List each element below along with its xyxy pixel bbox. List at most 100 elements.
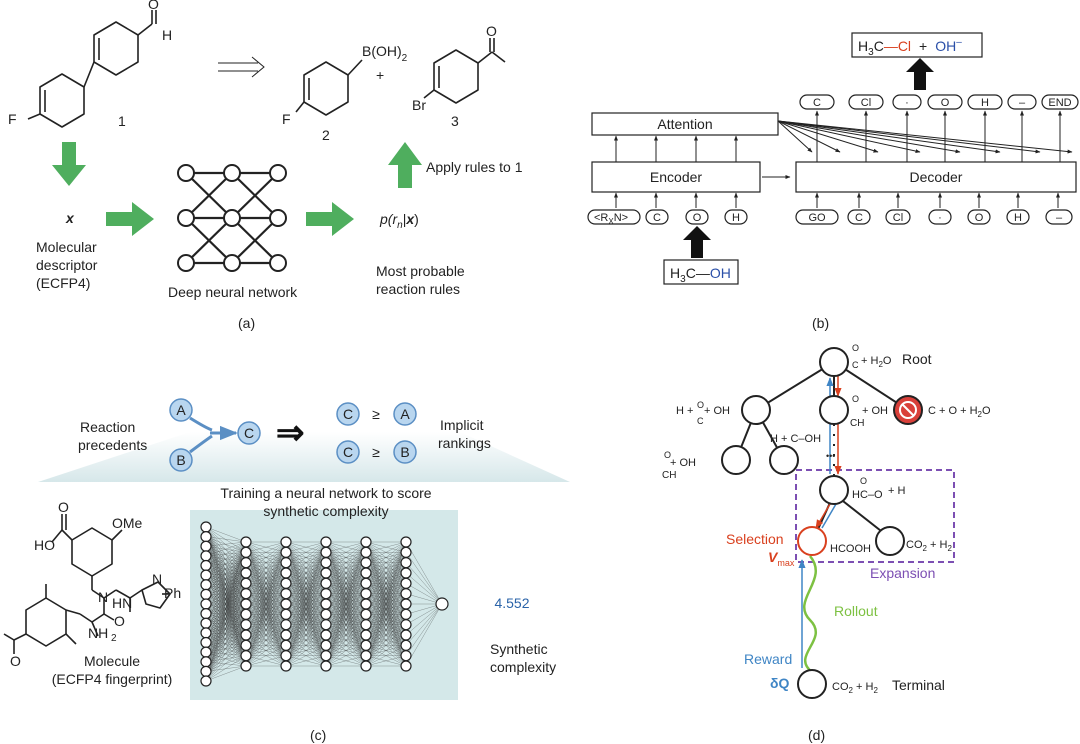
- neuron: [320, 650, 332, 662]
- neuron: [360, 650, 372, 662]
- neuron: [320, 588, 332, 600]
- svg-text:+ H: + H: [888, 485, 905, 497]
- neuron: [240, 660, 252, 672]
- neuron: [360, 588, 372, 600]
- output-molecule: H3C—Cl+OH–: [858, 37, 962, 58]
- output-token: ·: [905, 97, 909, 109]
- output-molecule-box: [851, 32, 983, 58]
- neuron: [200, 646, 212, 658]
- decoder-token: C: [855, 212, 863, 224]
- retro-arrow: [218, 56, 265, 78]
- neuron: [200, 627, 212, 639]
- neuron: [200, 531, 212, 543]
- boronic-acid: B(OH)2: [362, 43, 408, 64]
- neuron: [320, 577, 332, 589]
- neuron: [320, 567, 332, 579]
- svg-text:O: O: [10, 653, 21, 669]
- svg-text:O: O: [58, 499, 69, 515]
- svg-text:O: O: [697, 400, 704, 410]
- complexity-score: 4.552: [494, 595, 529, 611]
- svg-text:C: C: [852, 360, 859, 370]
- neuron: [360, 577, 372, 589]
- implies-arrow-icon: ⇒: [276, 414, 305, 452]
- rules-label: Most probable reaction rules: [376, 263, 465, 297]
- training-label: Training a neural network to score synth…: [220, 485, 431, 519]
- svg-text:+ OH: + OH: [704, 405, 730, 417]
- svg-text:B: B: [400, 444, 409, 460]
- node-c: C: [244, 425, 254, 441]
- neuron: [320, 557, 332, 569]
- svg-text:Implicit: Implicit: [440, 417, 484, 433]
- molecule-3-label: 3: [451, 113, 459, 129]
- precedents-label: Reaction precedents: [78, 419, 147, 453]
- neuron: [320, 639, 332, 651]
- right-arrow-icon-2: [306, 202, 354, 236]
- deep-neural-network-diagram: [177, 164, 287, 272]
- panel-a-label: (a): [238, 315, 255, 331]
- svg-text:N: N: [98, 589, 108, 605]
- decoder-token: O: [975, 212, 984, 224]
- atom-f: F: [8, 111, 17, 127]
- neuron: [200, 521, 212, 533]
- neuron: [320, 629, 332, 641]
- svg-text:CH: CH: [662, 470, 676, 481]
- neuron: [240, 567, 252, 579]
- neuron: [280, 639, 292, 651]
- panel-a: O H F 1 B(OH)2 F 2 +: [8, 0, 523, 331]
- neuron: [360, 598, 372, 610]
- right-arrow-icon-1: [106, 202, 154, 236]
- encoder-label: Encoder: [650, 169, 702, 185]
- neuron: [360, 629, 372, 641]
- neuron: [400, 577, 412, 589]
- neuron: [200, 559, 212, 572]
- neuron: [200, 636, 212, 649]
- decoder-token: GO: [808, 212, 826, 224]
- scoring-neural-network: [200, 521, 449, 687]
- molecule-1: O H F 1: [8, 0, 172, 129]
- decoder-token: –: [1056, 212, 1063, 224]
- tree-node: [819, 395, 849, 425]
- delta-q-label: δQ: [770, 675, 789, 691]
- svg-text:2: 2: [111, 633, 117, 644]
- input-up-arrow-icon: [683, 226, 711, 258]
- neuron: [240, 577, 252, 589]
- expansion-label: Expansion: [870, 565, 935, 581]
- network-label: Deep neural network: [168, 284, 298, 300]
- neuron: [360, 619, 372, 631]
- neuron: [240, 598, 252, 610]
- output-token: –: [1019, 97, 1026, 109]
- output-tokens: C Cl · O H – END: [799, 94, 1079, 110]
- molecule-label: Molecule (ECFP4 fingerprint): [52, 653, 173, 687]
- panel-b-label: (b): [812, 315, 829, 331]
- attention-box: [591, 112, 779, 136]
- svg-text:Most probable: Most probable: [376, 263, 465, 279]
- neuron: [360, 608, 372, 620]
- terminal-formula: CO2 + H2: [832, 681, 878, 695]
- neuron: [280, 660, 292, 672]
- svg-text:+ OH: + OH: [862, 405, 888, 417]
- rollout-path: [803, 555, 818, 673]
- svg-text:Ph: Ph: [164, 585, 181, 601]
- neuron: [320, 608, 332, 620]
- input-molecule: H3C—OH: [670, 265, 731, 285]
- neuron: [200, 665, 212, 677]
- implicit-rankings: C ≥ A C ≥ B: [336, 402, 417, 464]
- panel-d: O C + H2O Root H + O C + OH O + OH CH C …: [662, 343, 991, 743]
- input-token: C: [653, 212, 661, 224]
- neuron: [400, 650, 412, 662]
- rankings-label: Implicit rankings: [438, 417, 491, 451]
- neuron: [280, 577, 292, 589]
- input-molecule-box: [663, 259, 739, 285]
- down-arrow-icon: [52, 142, 86, 186]
- neuron: [280, 588, 292, 600]
- neuron: [200, 579, 212, 591]
- molecule-1-label: 1: [118, 113, 126, 129]
- neuron: [240, 639, 252, 651]
- neuron: [320, 598, 332, 610]
- decoder-box: [795, 161, 1077, 193]
- plus-sign: +: [376, 67, 384, 83]
- svg-text:HC–O: HC–O: [852, 489, 883, 501]
- svg-text:H +: H +: [676, 405, 693, 417]
- terminal-node: [797, 669, 827, 699]
- panel-b: H3C—Cl+OH– C Cl · O H – END Attention: [587, 32, 1079, 331]
